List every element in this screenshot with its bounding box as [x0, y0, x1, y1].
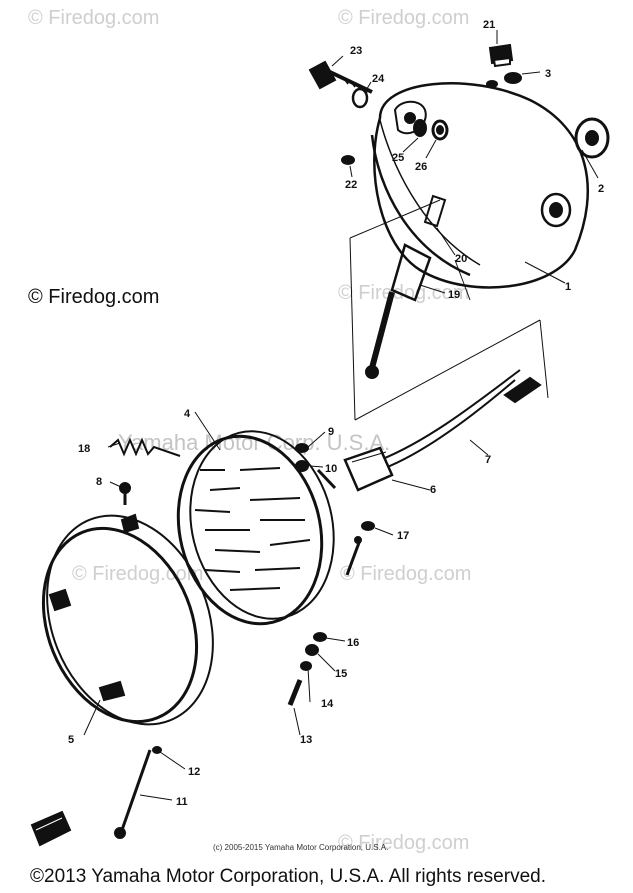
callout-18: 18 [78, 443, 90, 455]
callout-10: 10 [325, 463, 337, 475]
callout-8: 8 [96, 476, 102, 488]
nuts-25-26 [413, 119, 449, 141]
watermark: © Firedog.com [338, 832, 470, 854]
screw-3 [504, 72, 522, 84]
connector-6 [343, 446, 394, 492]
headlight-rim-5 [41, 513, 214, 726]
watermark: © Firedog.com [338, 282, 470, 304]
callout-4: 4 [184, 408, 191, 420]
callout-19: 19 [448, 289, 460, 301]
callout-14: 14 [321, 698, 334, 710]
callout-12: 12 [188, 766, 200, 778]
adjust-parts-14-17 [287, 521, 375, 706]
callout-3: 3 [545, 68, 551, 80]
leader-lines [83, 30, 599, 801]
callout-9: 9 [328, 426, 334, 438]
bolt-23 [308, 60, 373, 94]
watermark: © Firedog.com [28, 7, 160, 29]
watermark: © Firedog.com [338, 7, 470, 29]
callout-6: 6 [430, 484, 436, 496]
wiring-harness-7 [379, 369, 542, 469]
screws-8-9-10 [119, 443, 309, 505]
construction-lines [349, 199, 549, 421]
callout-21: 21 [483, 19, 495, 31]
firedog-copyright: © Firedog.com [28, 286, 160, 308]
callout-16: 16 [347, 637, 359, 649]
callout-17: 17 [397, 530, 409, 542]
callout-1: 1 [565, 281, 571, 293]
washer-24 [351, 87, 369, 109]
bulb-socket-19-20 [365, 194, 447, 379]
callout-numbers: 1 2 3 4 5 6 7 8 9 10 11 12 13 14 15 16 1… [68, 19, 604, 808]
callout-2: 2 [598, 183, 604, 195]
callout-15: 15 [335, 668, 347, 680]
callout-20: 20 [455, 253, 467, 265]
callout-26: 26 [415, 161, 427, 173]
headlight-shell [370, 80, 589, 289]
spring-18 [109, 437, 181, 457]
grommet-2 [574, 117, 610, 159]
callout-24: 24 [372, 73, 385, 85]
callout-5: 5 [68, 734, 74, 746]
callout-23: 23 [350, 45, 362, 57]
callout-22: 22 [345, 179, 357, 191]
screw-11-12 [114, 746, 162, 839]
callout-25: 25 [392, 152, 404, 164]
watermark: © Firedog.com [340, 563, 472, 585]
sealed-beam-unit-4 [176, 430, 337, 626]
cap-21 [488, 43, 514, 68]
logo-corner [30, 810, 72, 847]
callout-7: 7 [485, 454, 491, 466]
footer-copyright: ©2013 Yamaha Motor Corporation, U.S.A. A… [30, 866, 546, 887]
small-copyright: (c) 2005-2015 Yamaha Motor Corporation, … [213, 843, 389, 852]
callout-13: 13 [300, 734, 312, 746]
callout-11: 11 [176, 796, 188, 808]
clip-22 [341, 155, 355, 165]
